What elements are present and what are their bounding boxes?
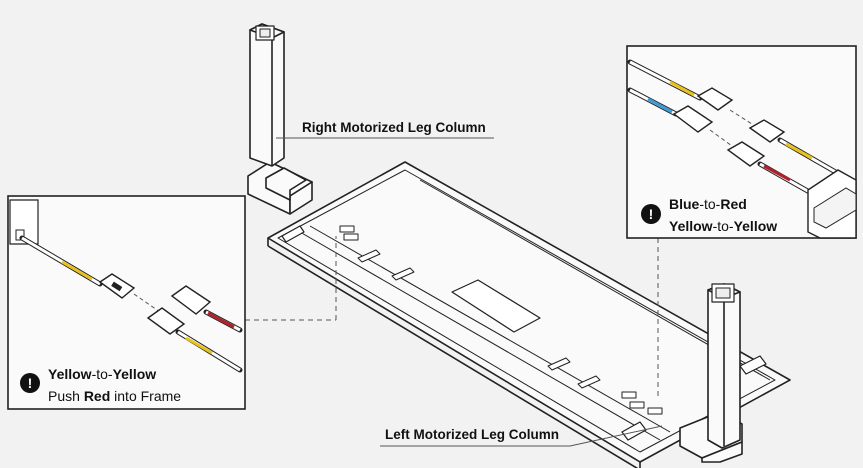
inset-left-sep: -to-: [91, 366, 113, 382]
inset-right-sep1: -to-: [699, 196, 721, 212]
warning-icon: !: [20, 373, 40, 393]
inset-left-color-b: Yellow: [112, 366, 157, 382]
warning-icon: !: [641, 204, 661, 224]
inset-right-color-c: Yellow: [669, 218, 713, 234]
inset-right-line1: Blue-to-Red: [669, 193, 777, 215]
inset-right-line2: Yellow-to-Yellow: [669, 215, 777, 237]
inset-left-box: [7, 195, 246, 410]
callout-leaders: [276, 137, 663, 447]
inset-right-instructions: Blue-to-Red Yellow-to-Yellow: [669, 193, 777, 237]
inset-left-line2-pre: Push: [48, 388, 84, 404]
inset-leaders: [245, 236, 659, 398]
desk-frame: [267, 161, 791, 468]
left-leg-label: Left Motorized Leg Column: [385, 427, 559, 442]
inset-right-box: [626, 45, 857, 239]
inset-left-line2-bold: Red: [83, 388, 111, 404]
inset-right-color-a: Blue: [669, 196, 700, 212]
inset-right-sep2: -to-: [712, 218, 734, 234]
inset-left-line1: Yellow-to-Yellow: [48, 363, 181, 385]
inset-left-color-a: Yellow: [48, 366, 92, 382]
inset-left-line2: Push Red into Frame: [48, 385, 181, 407]
inset-left-instructions: Yellow-to-Yellow Push Red into Frame: [48, 363, 181, 407]
right-leg-label: Right Motorized Leg Column: [302, 120, 486, 135]
left-leg-column: [679, 283, 743, 463]
inset-right-color-d: Yellow: [733, 218, 778, 234]
inset-right-color-b: Red: [720, 196, 747, 212]
inset-left-line2-post: into Frame: [110, 388, 182, 404]
right-leg-column: [247, 23, 313, 215]
